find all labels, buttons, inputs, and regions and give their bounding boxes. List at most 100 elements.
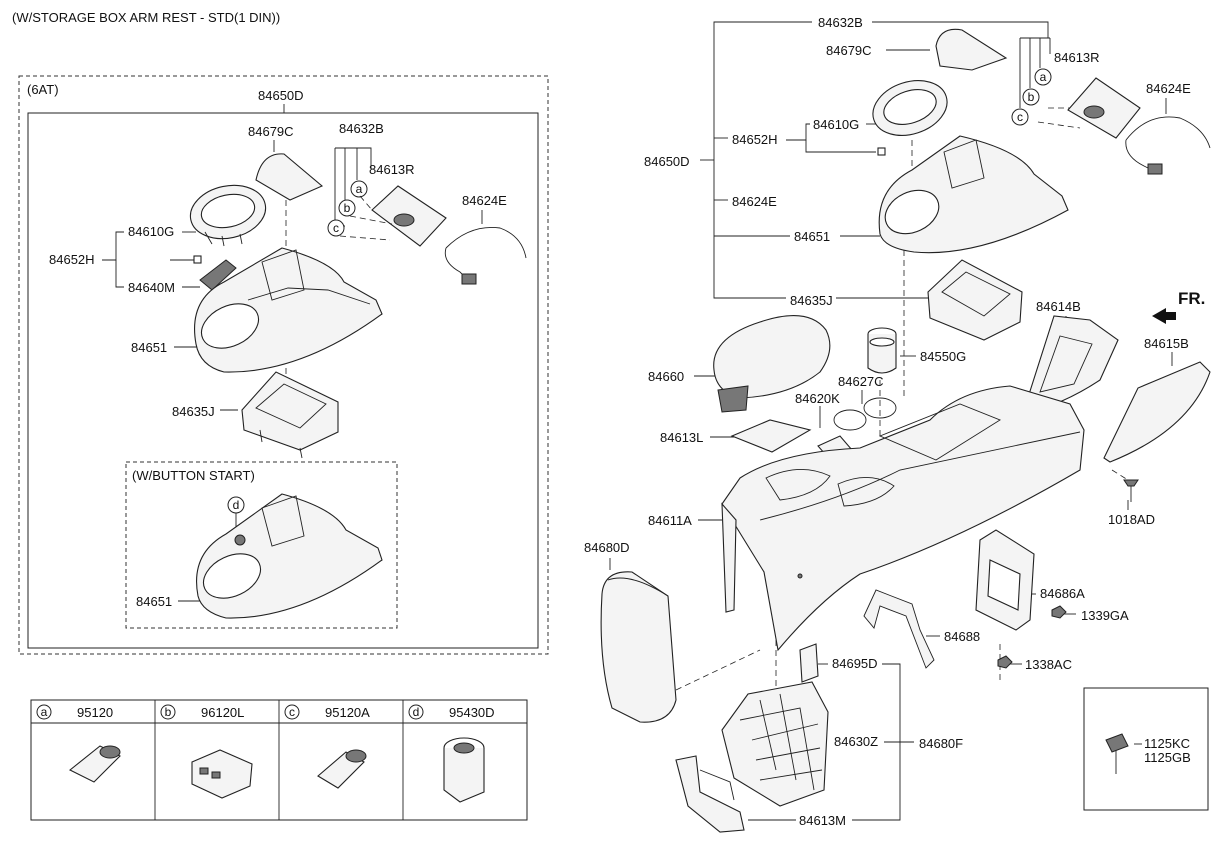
part-84610G-left <box>189 184 267 247</box>
label-84679C-left: 84679C <box>248 124 294 139</box>
label-84610G-left: 84610G <box>128 224 174 239</box>
label-84651-right: 84651 <box>794 229 830 244</box>
part-1339GA-nut <box>1051 605 1067 619</box>
label-84632B-left: 84632B <box>339 121 384 136</box>
label-84620K: 84620K <box>795 391 840 406</box>
legend-part-95120A <box>317 749 367 789</box>
part-84635J-right <box>927 259 1023 341</box>
label-84650D-right: 84650D <box>644 154 690 169</box>
diagram-title: (W/STORAGE BOX ARM REST - STD(1 DIN)) <box>12 10 280 25</box>
label-84627C: 84627C <box>838 374 884 389</box>
part-84615B <box>1103 361 1211 463</box>
left-panel-frame <box>18 75 549 655</box>
part-84624E-left <box>444 226 527 285</box>
legend-table <box>30 699 528 821</box>
label-84615B: 84615B <box>1144 336 1189 351</box>
part-84613R-right <box>1067 77 1141 139</box>
left-assembly-frame <box>27 112 539 649</box>
legend-part-95430D <box>443 737 485 803</box>
legend-callout-d <box>408 704 424 720</box>
label-84630Z: 84630Z <box>834 734 878 749</box>
label-84613L: 84613L <box>660 430 703 445</box>
label-84613M: 84613M <box>799 813 846 828</box>
label-84610G-right: 84610G <box>813 117 859 132</box>
legend-letter-c: c <box>289 705 295 719</box>
svg-text:a: a <box>356 182 363 196</box>
svg-text:b: b <box>1028 90 1035 104</box>
label-84635J-left: 84635J <box>172 404 215 419</box>
part-84688-bracket <box>863 589 935 669</box>
callout-c-left <box>327 219 345 237</box>
label-84651-left: 84651 <box>131 340 167 355</box>
bolt-box: 1125KC 1125GB <box>1083 687 1209 811</box>
svg-text:c: c <box>333 221 339 235</box>
label-84614B: 84614B <box>1036 299 1081 314</box>
part-84686A-bracket <box>975 529 1035 631</box>
label-84613R-right: 84613R <box>1054 50 1100 65</box>
part-84624E-right <box>1125 116 1211 175</box>
label-84660: 84660 <box>648 369 684 384</box>
label-84651-button-start: 84651 <box>136 594 172 609</box>
part-84651-right <box>878 135 1069 254</box>
legend-part-number-a: 95120 <box>77 705 113 720</box>
part-84679C-left <box>255 153 324 201</box>
label-1339GA: 1339GA <box>1081 608 1129 623</box>
part-1338AC-nut <box>997 655 1013 669</box>
part-84680D-cover <box>600 571 677 723</box>
legend-letter-d: d <box>413 705 420 719</box>
label-84680F: 84680F <box>919 736 963 751</box>
part-84651-button-start <box>196 493 383 619</box>
legend-part-95120 <box>68 745 121 783</box>
part-84613M-bracket <box>675 755 745 833</box>
left-assembly-label: 84650D <box>258 88 304 103</box>
label-84611A: 84611A <box>648 513 692 528</box>
part-84613R-left <box>339 185 447 247</box>
svg-text:d: d <box>233 498 240 512</box>
bolt-label-1125GB: 1125GB <box>1144 750 1191 765</box>
bolt-label-1125KC: 1125KC <box>1144 736 1190 751</box>
part-84610G-right <box>872 80 948 136</box>
callout-b-right <box>1022 88 1040 106</box>
button-start-label: (W/BUTTON START) <box>132 468 255 483</box>
label-84632B-right: 84632B <box>818 15 863 30</box>
label-84550G: 84550G <box>920 349 966 364</box>
part-84695D <box>799 643 819 683</box>
legend-callout-b <box>160 704 176 720</box>
part-84613L <box>730 419 812 453</box>
legend-letter-b: b <box>165 705 172 719</box>
callout-b-left <box>338 199 356 217</box>
part-84652H-left <box>193 255 202 264</box>
label-1018AD: 1018AD <box>1108 512 1155 527</box>
label-84624E-right-top: 84624E <box>1146 81 1191 96</box>
part-1018AD-screw <box>1123 479 1139 502</box>
svg-text:b: b <box>344 201 351 215</box>
label-84695D: 84695D <box>832 656 878 671</box>
legend-part-number-d: 95430D <box>449 705 495 720</box>
label-1338AC: 1338AC <box>1025 657 1072 672</box>
part-84652H-right <box>877 147 886 156</box>
legend-callout-a <box>36 704 52 720</box>
label-84624E-left: 84624E <box>462 193 507 208</box>
part-84611A-console <box>721 385 1085 652</box>
part-84627C <box>833 397 897 431</box>
svg-text:FR.: FR. <box>1178 289 1205 308</box>
label-84613R-left: 84613R <box>369 162 415 177</box>
legend-part-number-c: 95120A <box>325 705 370 720</box>
part-84630Z-box <box>721 681 829 807</box>
front-direction-arrow: FR. <box>1152 289 1205 324</box>
legend-letter-a: a <box>41 705 48 719</box>
part-84635J-left <box>241 371 339 459</box>
label-84640M-left: 84640M <box>128 280 175 295</box>
part-84660 <box>713 315 831 413</box>
part-84550G <box>867 327 897 374</box>
legend-callout-c <box>284 704 300 720</box>
label-84652H-right: 84652H <box>732 132 778 147</box>
svg-text:c: c <box>1017 110 1023 124</box>
button-start-frame <box>125 461 398 629</box>
label-84679C-right: 84679C <box>826 43 872 58</box>
callout-a-left <box>350 180 368 198</box>
part-84640M-left <box>199 259 237 291</box>
callout-a-right <box>1034 68 1052 86</box>
part-84679C-right <box>935 28 1008 71</box>
